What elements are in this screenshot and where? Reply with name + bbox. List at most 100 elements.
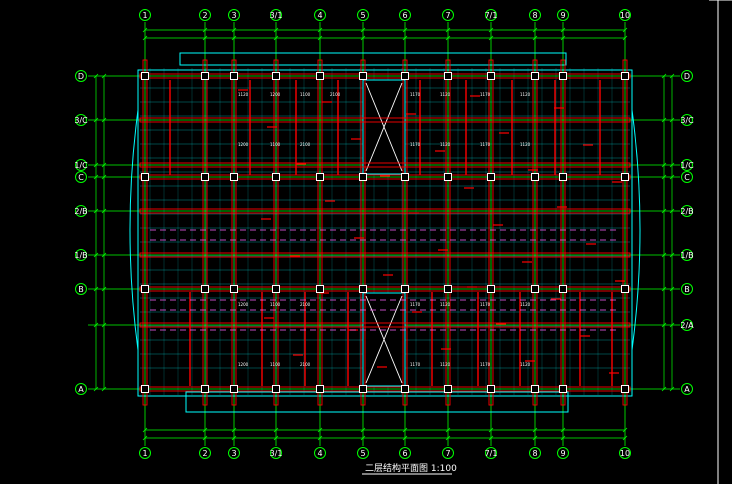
column [230,173,238,181]
dimension-tick [532,27,538,33]
beam-tag: 1200 [238,362,249,367]
column [531,385,539,393]
dimension-tick [101,162,107,168]
beam-horizontal [139,162,631,168]
column [487,285,495,293]
dimension-tick [445,27,451,33]
dimension-tick [231,27,237,33]
beam-vertical [202,59,208,406]
beam-horizontal [139,117,631,123]
dimension-tick [445,435,451,441]
dimension-tick [101,322,107,328]
dimension-tick [661,386,667,392]
axis-bubble-bottom-label: 9 [560,449,565,458]
axis-bubble-left-label: A [78,385,84,394]
beam-vertical [142,59,148,406]
axis-bubble-bottom-label: 7 [445,449,450,458]
beam-tag: 1120 [520,302,531,307]
axis-bubble-left-circle [75,383,87,395]
beam-tag: 2100 [300,302,311,307]
beam-tag: 1170 [480,362,491,367]
axis-bubble-right-label: D [684,72,690,81]
beam-horizontal [139,252,631,258]
axis-bubble-top-circle [199,9,211,21]
axis-bubble-left-label: B [78,285,84,294]
axis-bubble-bottom-label: 3/1 [270,449,283,458]
column [487,385,495,393]
column [559,385,567,393]
slab-edge-top [179,52,567,66]
column [272,173,280,181]
axis-bubble-bottom-label: 3 [231,449,236,458]
dimension-tick [93,252,99,258]
axis-bubble-right-label: A [684,385,690,394]
axis-bubble-top-label: 2 [202,11,207,20]
dimension-tick [661,117,667,123]
dimension-tick [661,322,667,328]
dimension-tick [142,427,148,433]
axis-bubble-right-circle [681,249,693,261]
dimension-tick [560,27,566,33]
dimension-tick [661,174,667,180]
beam-tag: 1100 [270,302,281,307]
axis-bubble-right-label: C [684,173,690,182]
column [272,285,280,293]
dimension-tick [273,27,279,33]
dimension-tick [317,35,323,41]
dimension-tick [101,117,107,123]
beam-tag: 1170 [480,142,491,147]
axis-bubble-right-circle [681,319,693,331]
drawing-title: 二层结构平面图 1:100 [365,462,457,474]
dimension-tick [669,208,675,214]
dimension-tick [317,27,323,33]
dimension-tick [101,73,107,79]
beam-tag: 1120 [440,142,451,147]
axis-bubble-top-label: 3/1 [270,11,283,20]
axis-bubble-bottom-label: 8 [532,449,537,458]
axis-bubble-left-circle [75,205,87,217]
axis-bubble-bottom-circle [442,447,454,459]
beam-tag: 1120 [520,362,531,367]
beam-layer [139,59,631,406]
axis-bubble-left-circle [75,159,87,171]
axis-bubble-top-circle [139,9,151,21]
dimension-tick [560,35,566,41]
beam-vertical [231,59,237,406]
stair-opening-cross [365,82,403,172]
beam-tag: 1200 [238,142,249,147]
column [201,72,209,80]
column [559,173,567,181]
column [201,385,209,393]
column-layer [141,72,629,393]
column [230,285,238,293]
axis-bubble-right-label: B [684,285,690,294]
beam-vertical [560,59,566,406]
slab-edge-bottom [185,391,569,413]
column [359,72,367,80]
beam-tag: 1120 [440,302,451,307]
axis-bubble-left-circle [75,283,87,295]
dimension-tick [101,208,107,214]
dimension-tick [445,35,451,41]
beam-horizontal [139,322,631,328]
dimension-tick [202,27,208,33]
column [272,72,280,80]
axis-bubble-top-circle [557,9,569,21]
dimension-tick [661,208,667,214]
dimension-tick [669,174,675,180]
beam-tag: 1170 [410,302,421,307]
column [401,173,409,181]
dimension-tick [488,35,494,41]
axis-bubble-top-circle [619,9,631,21]
axis-bubble-bottom-circle [557,447,569,459]
axis-bubble-top-label: 6 [402,11,407,20]
column [621,173,629,181]
column [531,72,539,80]
dimension-tick [101,286,107,292]
dimension-tick [93,73,99,79]
beam-tag: 2100 [300,142,311,147]
column [359,285,367,293]
column [559,72,567,80]
